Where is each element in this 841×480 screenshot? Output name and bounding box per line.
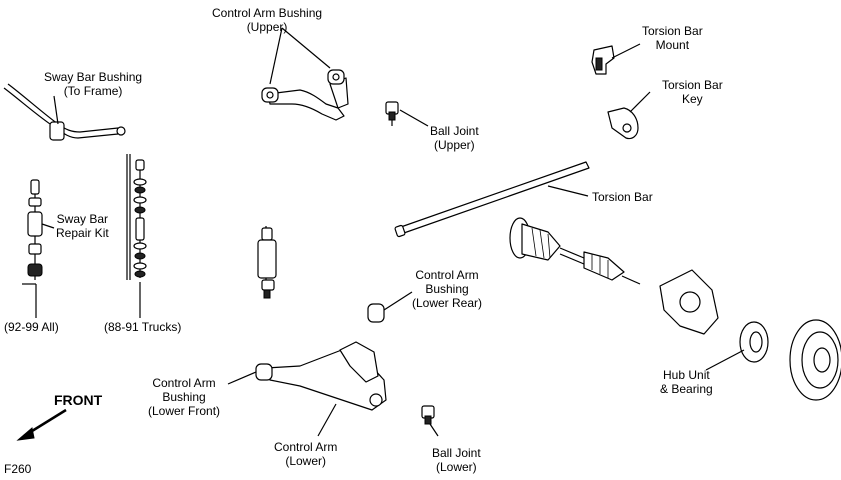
label-line: Control Arm (274, 440, 338, 454)
sway-bar (3, 83, 126, 141)
label-line: Torsion Bar (642, 24, 703, 38)
label-line: & Bearing (660, 382, 713, 396)
lower-control-arm (255, 341, 387, 411)
label-line: (Lower) (436, 460, 477, 474)
sway-bar-repair-kit-88-91-parts (126, 154, 147, 280)
label-line: Ball Joint (430, 124, 479, 138)
ball-joint-lower-part (421, 405, 435, 425)
label-control-arm-bushing-upper: Control Arm Bushing (Upper) (212, 6, 322, 34)
lower-rear-bushing-part (367, 303, 385, 323)
label-line: Torsion Bar (592, 190, 653, 204)
label-control-arm-bushing-lower-rear: Control Arm Bushing (Lower Rear) (412, 268, 482, 310)
brake-rotor (789, 319, 841, 401)
label-line: Control Arm (415, 268, 479, 282)
label-line: Repair Kit (56, 226, 109, 240)
front-arrow (16, 408, 67, 441)
label-ball-joint-lower: Ball Joint (Lower) (432, 446, 481, 474)
label-control-arm-bushing-lower-front: Control Arm Bushing (Lower Front) (148, 376, 220, 418)
label-line: Bushing (162, 390, 206, 404)
front-label: FRONT (54, 392, 103, 408)
label-line: Torsion Bar (662, 78, 723, 92)
hub-unit-bearing-part (739, 321, 769, 363)
label-line: (88-91 Trucks) (104, 320, 182, 334)
cv-axle (509, 217, 641, 285)
label-line: Sway Bar Bushing (44, 70, 143, 84)
label-line: (Lower) (285, 454, 327, 468)
label-line: Bushing (425, 282, 469, 296)
ball-joint-upper-part (385, 101, 399, 126)
label-ball-joint-upper: Ball Joint (Upper) (430, 124, 479, 152)
upper-control-arm (261, 69, 349, 121)
leader-lines (22, 27, 745, 437)
label-line: (Upper) (246, 20, 288, 34)
label-torsion-bar: Torsion Bar (592, 190, 653, 204)
label-line: (Lower Front) (148, 404, 221, 418)
steering-knuckle (659, 269, 719, 335)
label-line: Control Arm (152, 376, 216, 390)
torsion-bar-mount-part (591, 45, 615, 75)
label-torsion-bar-key: Torsion Bar Key (662, 78, 723, 106)
label-line: Control Arm Bushing (212, 6, 323, 20)
label-torsion-bar-mount: Torsion Bar Mount (642, 24, 703, 52)
torsion-bar-key-part (607, 107, 639, 140)
label-line: Mount (655, 38, 690, 52)
label-line: (92-99 All) (4, 320, 59, 334)
shock-absorber (257, 226, 277, 299)
label-hub-unit-bearing: Hub Unit & Bearing (660, 368, 713, 396)
label-control-arm-lower: Control Arm (Lower) (274, 440, 337, 468)
sway-bar-repair-kit-parts (27, 179, 43, 280)
label-sway-bar-repair-kit: Sway Bar Repair Kit (56, 212, 109, 240)
label-line: Ball Joint (432, 446, 481, 460)
figure-code: F260 (4, 462, 32, 476)
label-years-92-99: (92-99 All) (4, 320, 59, 334)
label-line: Key (682, 92, 703, 106)
label-years-88-91: (88-91 Trucks) (104, 320, 181, 334)
label-line: (Lower Rear) (412, 296, 483, 310)
label-line: (To Frame) (63, 84, 123, 98)
label-line: Sway Bar (56, 212, 109, 226)
label-sway-bar-bushing: Sway Bar Bushing (To Frame) (44, 70, 142, 98)
label-line: (Upper) (434, 138, 475, 152)
label-line: Hub Unit (663, 368, 710, 382)
torsion-bar-part (394, 161, 590, 238)
